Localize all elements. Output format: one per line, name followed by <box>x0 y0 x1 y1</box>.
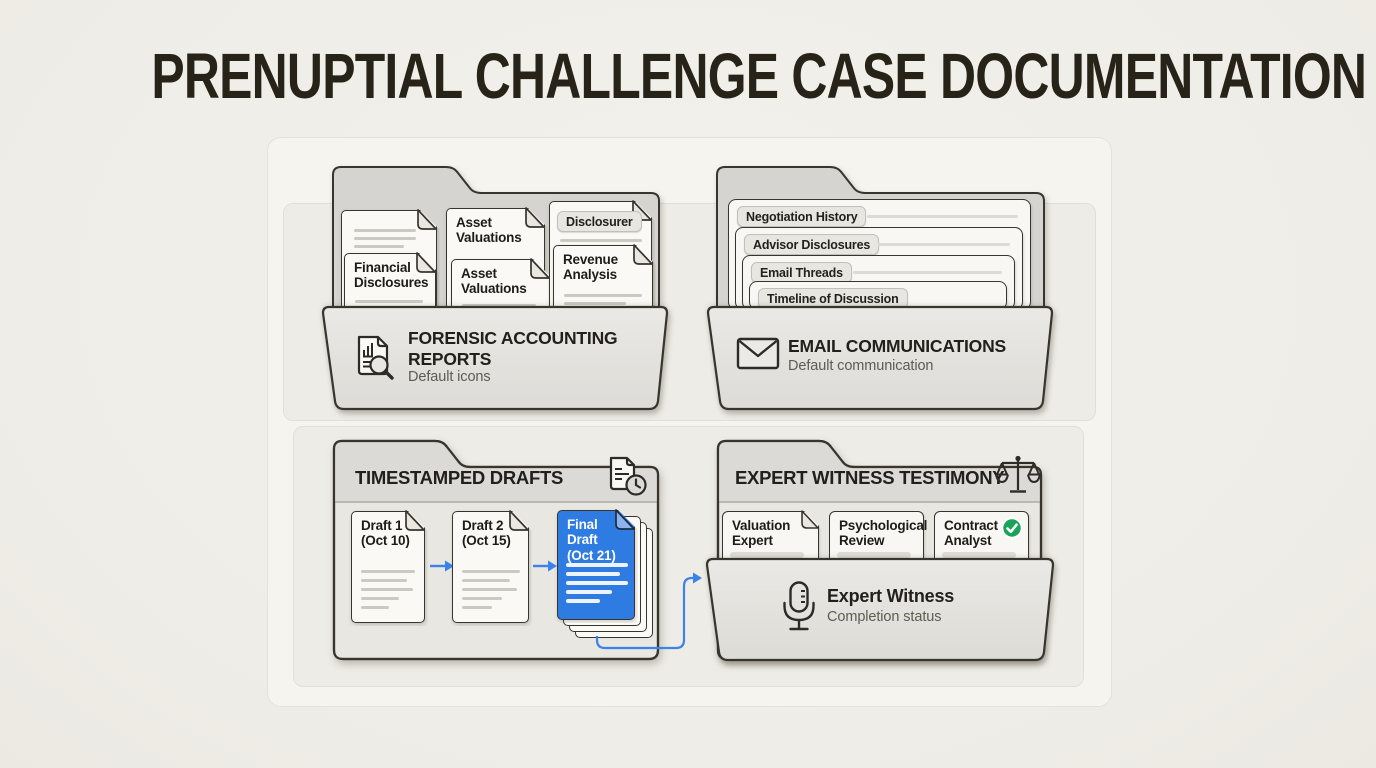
document-label: Draft 1 (Oct 10) <box>361 518 410 549</box>
document-label: Draft 2 (Oct 15) <box>462 518 511 549</box>
sheet-label: Email Threads <box>751 262 852 283</box>
document-financial-disclosures[interactable]: Financial Disclosures <box>344 253 436 311</box>
card-psychological-review[interactable]: Psychological Review <box>829 511 928 565</box>
folder-title: FORENSIC ACCOUNTING REPORTS <box>408 328 618 369</box>
groove-line <box>730 552 804 558</box>
folder-title: EMAIL COMMUNICATIONS <box>788 336 1006 356</box>
document-draft-2[interactable]: Draft 2 (Oct 15) <box>452 511 529 623</box>
folder-front <box>706 305 1054 411</box>
section-title: TIMESTAMPED DRAFTS <box>355 467 564 488</box>
folder-front <box>321 305 669 411</box>
document-draft-1[interactable]: Draft 1 (Oct 10) <box>351 511 425 623</box>
envelope-icon <box>736 337 780 370</box>
document-label: Asset Valuations <box>461 266 527 297</box>
arrow-right-icon <box>533 560 557 572</box>
groove-line <box>867 215 1018 218</box>
document-label: Revenue Analysis <box>563 252 618 283</box>
groove-line <box>837 552 911 558</box>
arrow-right-icon <box>430 560 454 572</box>
folder-expert-witness-testimony[interactable]: EXPERT WITNESS TESTIMONY Valuation Exper… <box>700 438 1060 663</box>
document-revenue-analysis[interactable]: Revenue Analysis <box>553 245 653 311</box>
final-draft-to-expert-connector <box>595 572 702 650</box>
page-title: PRENUPTIAL CHALLENGE CASE DOCUMENTATION <box>151 40 1367 112</box>
groove-line <box>942 552 1016 558</box>
front-folder-title: Expert Witness <box>827 586 955 606</box>
folder-forensic-accounting[interactable]: Financial Disclosures Asset Valuations A… <box>320 164 670 412</box>
document-label: Asset Valuations <box>456 215 522 246</box>
document-label: Financial Disclosures <box>354 260 429 291</box>
microphone-icon <box>783 581 815 631</box>
check-complete-icon <box>1001 517 1023 539</box>
groove-line <box>853 271 1002 274</box>
front-folder-caption: Completion status <box>827 609 942 625</box>
document-clock-icon <box>609 456 647 496</box>
folder-email-communications[interactable]: Negotiation History Advisor Disclosures … <box>705 164 1055 412</box>
card-contract-analyst[interactable]: Contract Analyst <box>934 511 1029 565</box>
folder-caption: Default communication <box>788 358 934 374</box>
folder-timestamped-drafts[interactable]: TIMESTAMPED DRAFTS Draft 1 (Oct 10) <box>332 438 673 663</box>
card-label: Contract Analyst <box>944 518 998 549</box>
document-label: Final Draft (Oct 21) <box>567 517 616 563</box>
magnifier-document-icon <box>357 335 394 380</box>
document-final-draft[interactable]: Final Draft (Oct 21) <box>557 510 635 620</box>
sheet-timeline-of-discussion[interactable]: Timeline of Discussion <box>749 281 1007 310</box>
sheet-label: Negotiation History <box>737 206 867 227</box>
card-label: Psychological Review <box>839 518 928 549</box>
section-title: EXPERT WITNESS TESTIMONY <box>735 467 1005 488</box>
groove-line <box>878 243 1010 246</box>
document-tag: Disclosurer <box>557 211 642 232</box>
card-label: Valuation Expert <box>732 518 791 549</box>
sheet-label: Advisor Disclosures <box>744 234 880 255</box>
scales-icon <box>995 455 1041 493</box>
folder-caption: Default icons <box>408 369 491 385</box>
